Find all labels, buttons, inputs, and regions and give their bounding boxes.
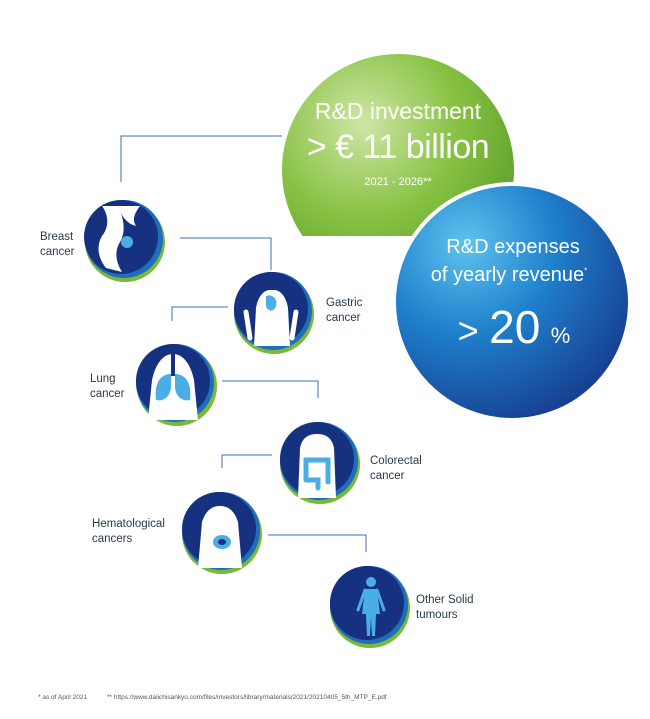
investment-period: 2021 - 2026** — [364, 176, 432, 188]
other-solid-icon-wrap — [330, 566, 410, 648]
colon-icon — [280, 422, 360, 504]
expenses-unit: % — [550, 323, 571, 348]
expenses-line2: of yearly revenue* — [430, 264, 588, 286]
hematological-cancer-icon-wrap — [182, 492, 262, 574]
connector-hematological-other — [268, 534, 367, 552]
connector-colorectal-hematological — [221, 454, 272, 468]
expenses-marker: * — [584, 266, 588, 276]
expenses-value: 20 — [489, 301, 541, 353]
expenses-value-row: > 20 % — [424, 300, 604, 356]
expenses-line1: R&D expenses — [446, 236, 580, 258]
connector-gastric-lung — [171, 306, 228, 321]
lung-cancer-icon-wrap — [136, 344, 217, 426]
lungs-icon — [136, 344, 217, 426]
connector-breast-gastric — [180, 237, 272, 270]
human-body-icon — [330, 566, 410, 648]
investment-title: R&D investment — [314, 98, 482, 124]
investment-value: > € 11 billion — [306, 128, 490, 166]
breast-cancer-icon-wrap — [84, 200, 165, 282]
connector-investment-breast — [120, 135, 282, 182]
gastric-cancer-icon-wrap — [234, 272, 314, 354]
breast-icon — [84, 200, 165, 282]
stomach-icon — [234, 272, 314, 354]
colorectal-cancer-icon-wrap — [280, 422, 360, 504]
blood-icon — [182, 492, 262, 574]
expenses-value-prefix: > — [457, 310, 479, 351]
investment-bubble — [282, 54, 514, 236]
connector-lung-colorectal — [222, 380, 319, 398]
footnote-source: ** https://www.daiichisankyo.com/files/i… — [107, 694, 387, 701]
expenses-bubble — [392, 182, 632, 422]
footnote-as-of: * as of April 2021 — [38, 694, 88, 701]
